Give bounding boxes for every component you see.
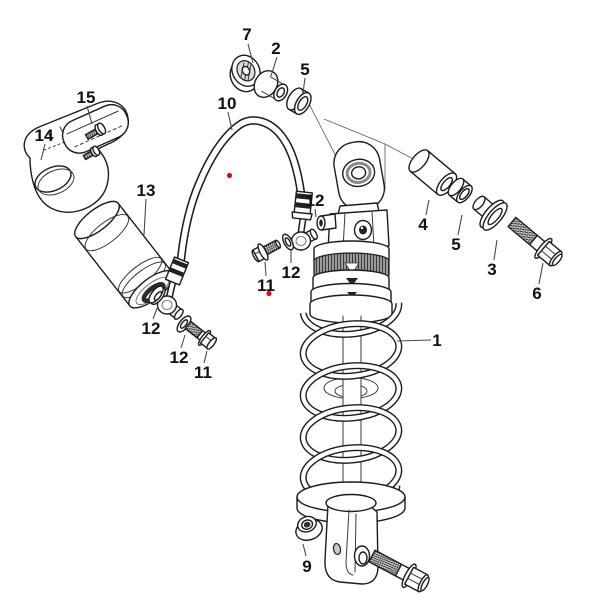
leader-line-5 <box>457 214 463 236</box>
part-11-banjo-bolt-lower[interactable] <box>182 318 219 352</box>
leader-line-15 <box>86 105 93 125</box>
hose-lower-banjo-elbow <box>156 295 184 320</box>
part-12-seal-washer-lower[interactable] <box>175 314 194 335</box>
leader-line-10 <box>227 111 233 131</box>
part-12-seal-washer-reservoir[interactable] <box>146 284 167 307</box>
hose-lower-ferrule <box>164 256 190 286</box>
leader-line-9 <box>302 543 307 557</box>
callout-label-11[interactable]: 11 <box>257 276 275 295</box>
callout-label-12[interactable]: 12 <box>142 319 161 338</box>
part-5-bushing-right[interactable] <box>445 176 475 206</box>
part-3-flanged-bushing[interactable] <box>465 187 511 233</box>
part-13-reservoir-canister[interactable] <box>69 195 179 314</box>
leader-line-11 <box>264 261 267 277</box>
callout-label-13[interactable]: 13 <box>137 181 156 200</box>
part-6-hex-flange-bolt[interactable] <box>504 212 567 271</box>
shock-clevis-fork <box>324 493 379 585</box>
part-10-reservoir-hose[interactable] <box>156 116 319 320</box>
part-5-bushing-top[interactable] <box>283 85 314 117</box>
callout-label-5[interactable]: 5 <box>451 235 460 254</box>
leader-line-14 <box>40 143 46 161</box>
leader-line-12 <box>152 305 159 320</box>
callout-label-12[interactable]: 12 <box>306 191 325 210</box>
callout-label-5[interactable]: 5 <box>300 60 309 79</box>
leader-line-12 <box>314 208 317 218</box>
callout-label-14[interactable]: 14 <box>35 126 54 145</box>
callout-label-7[interactable]: 7 <box>242 25 251 44</box>
red-dot-marker <box>266 290 272 297</box>
part-15-screws[interactable] <box>82 122 107 162</box>
callout-label-9[interactable]: 9 <box>302 557 311 576</box>
leader-line-7 <box>247 43 254 64</box>
leader-lines-layer <box>40 43 544 557</box>
part-7-flanged-locknut[interactable] <box>223 50 267 96</box>
callout-label-3[interactable]: 3 <box>487 260 496 279</box>
leader-line-11 <box>203 350 208 364</box>
leader-line-3 <box>493 239 498 261</box>
callout-label-15[interactable]: 15 <box>77 88 96 107</box>
callout-label-1[interactable]: 1 <box>432 331 441 350</box>
callout-label-2[interactable]: 2 <box>271 39 280 58</box>
leader-line-6 <box>538 262 544 285</box>
callout-label-6[interactable]: 6 <box>532 284 541 303</box>
callout-label-12[interactable]: 12 <box>170 348 189 367</box>
callout-label-12[interactable]: 12 <box>282 263 301 282</box>
part-11-banjo-bolt-shock[interactable] <box>250 235 284 265</box>
callout-label-4[interactable]: 4 <box>418 215 428 234</box>
hose-upper-ferrule <box>291 190 314 221</box>
hose-upper-banjo-elbow <box>290 228 318 251</box>
part-1-shock-absorber[interactable] <box>296 138 406 585</box>
leader-line-4 <box>425 199 430 216</box>
leader-line-5 <box>302 77 306 94</box>
part-9-flanged-nut[interactable] <box>292 513 325 544</box>
callout-label-10[interactable]: 10 <box>218 94 237 113</box>
bottom-mount-bolt[interactable] <box>366 545 433 597</box>
part-2-top-hat-bushing[interactable] <box>249 66 292 107</box>
shock-hose-port <box>316 213 337 231</box>
leader-line-2 <box>270 56 278 77</box>
leader-line-12 <box>180 334 186 349</box>
part-12-seal-washer-shock[interactable] <box>280 233 295 252</box>
shock-top-eye <box>333 140 386 211</box>
red-dot-marker <box>226 172 233 179</box>
red-dot-markers-layer <box>226 172 272 297</box>
leader-line-13 <box>143 198 147 236</box>
callout-label-11[interactable]: 11 <box>194 363 212 382</box>
leader-line-1 <box>396 339 432 342</box>
